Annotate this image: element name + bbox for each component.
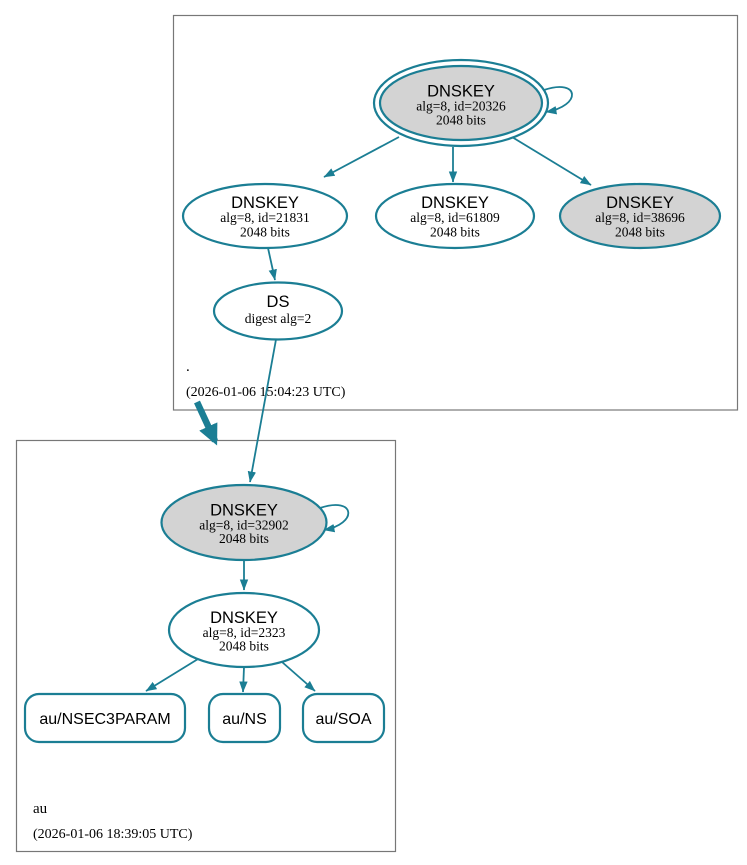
zone-au-timestamp: (2026-01-06 18:39:05 UTC): [33, 827, 193, 842]
node-ds-title: DS: [267, 293, 290, 311]
node-rrset-nsec3param-label: au/NSEC3PARAM: [39, 711, 170, 728]
zone-root: . (2026-01-06 15:04:23 UTC) DNSKEY alg=8…: [172, 14, 739, 411]
edge-dnskey-2323-to-ns: [239, 666, 248, 693]
node-dnskey-21831-bits: 2048 bits: [240, 225, 290, 240]
node-dnskey-32902-detail: alg=8, id=32902: [199, 518, 288, 533]
cross-zone-edges: [194, 339, 277, 483]
node-rrset-nsec3param: au/NSEC3PARAM: [23, 692, 187, 744]
node-dnskey-61809-bits: 2048 bits: [430, 225, 480, 240]
node-dnskey-2323-ellipse: [167, 591, 321, 669]
node-dnskey-61809: DNSKEY alg=8, id=61809 2048 bits: [374, 182, 536, 250]
node-ds-ellipse: [212, 281, 344, 341]
edge-dnskey-32902-self-loop: [319, 504, 350, 533]
node-rrset-soa-label: au/SOA: [315, 711, 371, 728]
node-dnskey-21831-ellipse: [181, 182, 349, 250]
edge-dnskey-20326-to-dnskey-21831: [323, 136, 400, 178]
node-dnskey-38696-title: DNSKEY: [606, 194, 674, 212]
node-dnskey-20326: DNSKEY alg=8, id=20326 2048 bits: [372, 58, 550, 148]
node-dnskey-20326-inner-ring: [378, 64, 544, 142]
node-rrset-ns: au/NS: [207, 692, 282, 744]
node-dnskey-20326-bits: 2048 bits: [436, 113, 486, 128]
zone-root-border: [172, 14, 739, 411]
node-dnskey-2323: DNSKEY alg=8, id=2323 2048 bits: [167, 591, 321, 669]
node-dnskey-32902: DNSKEY alg=8, id=32902 2048 bits: [160, 483, 328, 562]
node-dnskey-38696-detail: alg=8, id=38696: [595, 210, 685, 225]
edge-root-zone-to-au-zone-delegation: [194, 400, 218, 446]
edge-dnskey-21831-to-ds: [267, 247, 277, 281]
node-rrset-ns-box: [207, 692, 282, 744]
edge-dnskey-2323-to-nsec3param: [145, 658, 199, 692]
node-dnskey-21831-title: DNSKEY: [231, 194, 299, 212]
node-dnskey-2323-bits: 2048 bits: [219, 639, 269, 654]
node-dnskey-61809-ellipse: [374, 182, 536, 250]
node-dnskey-38696-ellipse: [558, 182, 722, 250]
node-dnskey-61809-title: DNSKEY: [421, 194, 489, 212]
node-dnskey-20326-detail: alg=8, id=20326: [416, 99, 506, 114]
edge-dnskey-20326-to-dnskey-38696: [511, 136, 592, 186]
zone-root-name: .: [186, 359, 190, 375]
node-dnskey-32902-ellipse: [160, 483, 328, 562]
node-ds-detail: digest alg=2: [245, 311, 311, 326]
edge-ds-to-dnskey-32902: [247, 339, 277, 483]
edge-dnskey-20326-self-loop: [543, 86, 573, 115]
edge-dnskey-2323-to-soa: [281, 661, 316, 692]
zone-au-name: au: [33, 801, 48, 817]
node-dnskey-38696: DNSKEY alg=8, id=38696 2048 bits: [558, 182, 722, 250]
node-dnskey-20326-title: DNSKEY: [427, 83, 495, 101]
node-dnskey-38696-bits: 2048 bits: [615, 225, 665, 240]
node-dnskey-32902-title: DNSKEY: [210, 502, 278, 520]
node-dnskey-61809-detail: alg=8, id=61809: [410, 210, 500, 225]
node-ds: DS digest alg=2: [212, 281, 344, 341]
node-rrset-soa-box: [301, 692, 386, 744]
node-dnskey-2323-title: DNSKEY: [210, 609, 278, 627]
node-dnskey-21831: DNSKEY alg=8, id=21831 2048 bits: [181, 182, 349, 250]
node-rrset-nsec3param-box: [23, 692, 187, 744]
zone-au: au (2026-01-06 18:39:05 UTC) DNSKEY alg=…: [15, 439, 397, 853]
node-dnskey-21831-detail: alg=8, id=21831: [220, 210, 309, 225]
node-dnskey-2323-detail: alg=8, id=2323: [203, 625, 286, 640]
node-rrset-ns-label: au/NS: [222, 711, 266, 728]
node-rrset-soa: au/SOA: [301, 692, 386, 744]
node-dnskey-32902-bits: 2048 bits: [219, 531, 269, 546]
